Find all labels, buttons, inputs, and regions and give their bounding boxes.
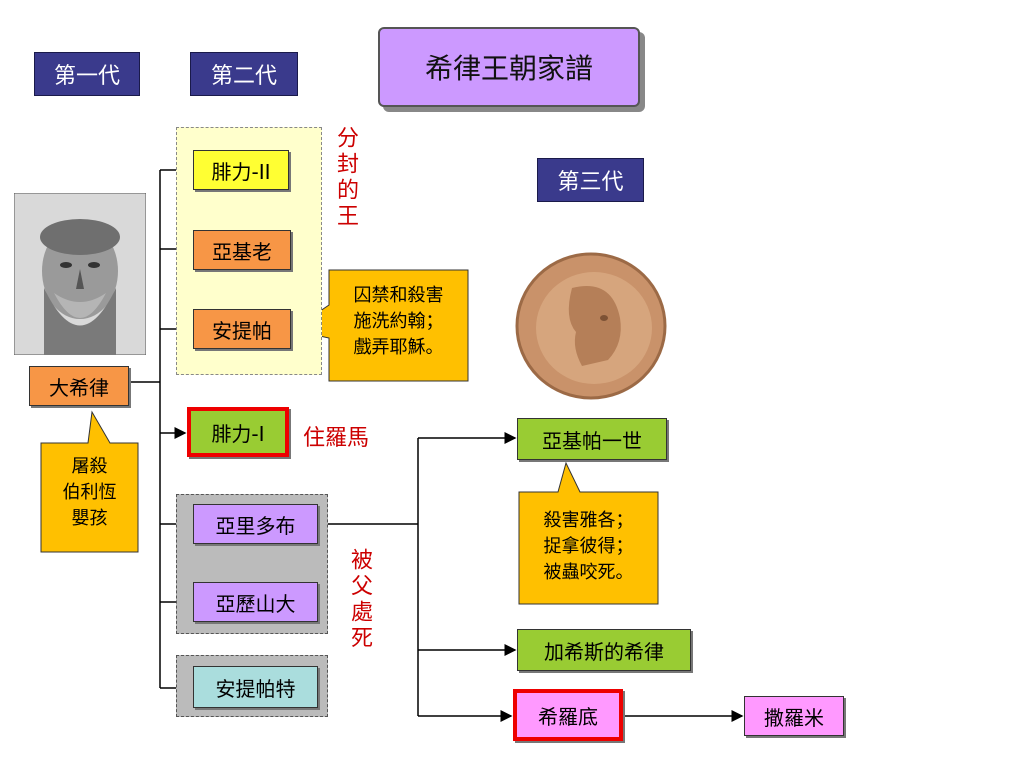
person-herod-of-chalcis[interactable]: 加希斯的希律 <box>517 629 691 671</box>
callout-antipas-shape <box>290 269 469 382</box>
person-salome[interactable]: 撒羅米 <box>744 696 844 736</box>
annotation-tetrarchs-text: 分封的王 <box>333 126 358 230</box>
page-title: 希律王朝家譜 <box>378 27 640 107</box>
coin-image <box>512 248 670 404</box>
person-archelaus[interactable]: 亞基老 <box>193 230 291 270</box>
person-aristobulus[interactable]: 亞里多布 <box>193 504 318 544</box>
callout-herod-shape <box>40 410 139 553</box>
note-herod: 屠殺 伯利恆 嬰孩 <box>62 456 117 529</box>
annotation-tetrarchs: 分封的王 <box>330 126 360 230</box>
person-antipas[interactable]: 安提帕 <box>193 309 291 349</box>
person-antipater[interactable]: 安提帕特 <box>193 666 318 708</box>
callout-agrippa-shape <box>518 461 659 605</box>
annotation-executed-text: 被父處死 <box>347 548 372 652</box>
generation-first: 第一代 <box>34 52 140 96</box>
person-alexander[interactable]: 亞歷山大 <box>193 582 318 622</box>
person-herodias[interactable]: 希羅底 <box>513 689 623 741</box>
person-herod-the-great[interactable]: 大希律 <box>29 366 129 406</box>
note-antipas: 囚禁和殺害 施洗約翰； 戲弄耶穌。 <box>353 285 444 358</box>
annotation-executed: 被父處死 <box>344 548 374 652</box>
generation-third: 第三代 <box>537 158 644 202</box>
note-agrippa: 殺害雅各； 捉拿彼得； 被蟲咬死。 <box>543 510 634 583</box>
generation-second: 第二代 <box>190 52 298 96</box>
herod-portrait-image <box>13 192 147 356</box>
annotation-rome: 住羅馬 <box>303 426 370 451</box>
person-agrippa-1[interactable]: 亞基帕一世 <box>517 418 667 460</box>
person-philip-1[interactable]: 腓力-I <box>187 407 289 457</box>
person-philip-2[interactable]: 腓力-II <box>193 150 289 190</box>
